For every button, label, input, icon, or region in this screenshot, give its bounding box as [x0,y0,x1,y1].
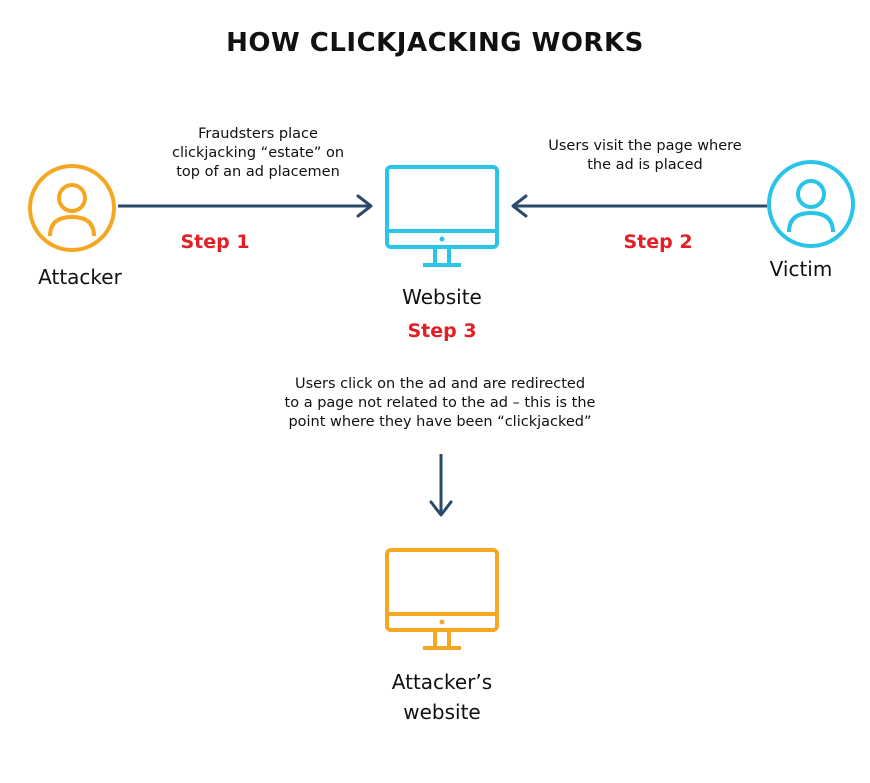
step1-label: Step 1 [180,231,250,253]
website-monitor-icon [385,165,499,267]
attacker-website-monitor-icon [385,548,499,650]
step1-caption-line: clickjacking “estate” on [171,145,345,161]
attacker-user-icon [28,164,116,252]
step2-caption: Users visit the page where the ad is pla… [495,137,795,175]
step2-caption-line: the ad is placed [587,157,703,173]
website-label: Website [402,285,482,309]
step3-caption-line: point where they have been “clickjacked” [288,414,592,430]
step1-caption-line: top of an ad placemen [176,164,340,180]
arrow-attacker-to-website [118,194,373,218]
victim-user-icon [767,160,855,248]
attacker-label: Attacker [38,265,122,289]
attacker-website-label-line1: Attacker’s [391,670,493,694]
step3-caption-line: Users click on the ad and are redirected [294,376,586,392]
attacker-website-label-line2: website [403,700,481,724]
step2-caption-line: Users visit the page where [548,138,742,154]
step1-caption-line: Fraudsters place [198,126,318,142]
attacker-website-label: Attacker’s website [345,667,539,727]
diagram-title: HOW CLICKJACKING WORKS [226,28,644,58]
step3-caption: Users click on the ad and are redirected… [230,375,650,432]
arrow-victim-to-website [511,194,767,218]
step3-caption-line: to a page not related to the ad – this i… [284,395,596,411]
step2-label: Step 2 [623,231,693,253]
step1-caption: Fraudsters place clickjacking “estate” o… [128,125,388,182]
arrow-to-attacker-website [429,454,453,517]
victim-label: Victim [769,257,833,281]
step3-label: Step 3 [407,320,477,342]
